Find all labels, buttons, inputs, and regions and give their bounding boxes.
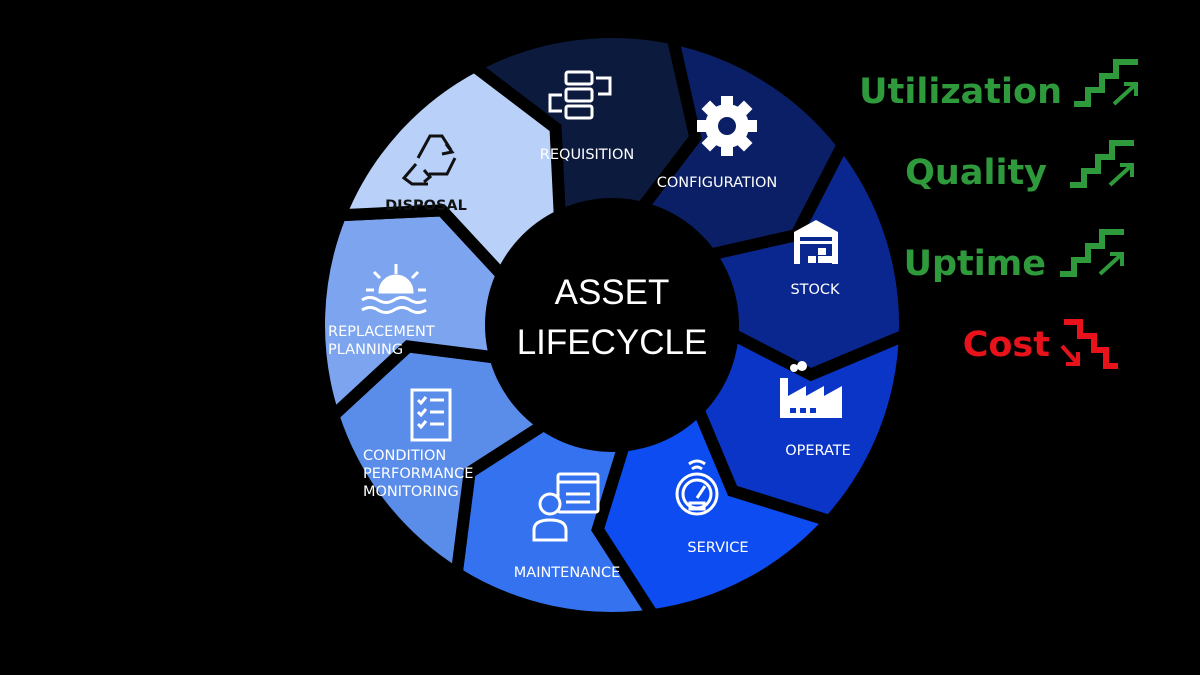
center-title-line2: LIFECYCLE xyxy=(516,323,708,362)
gauge-icon xyxy=(675,459,719,516)
factory-icon xyxy=(780,361,842,418)
stage-label-requisition: REQUISITION xyxy=(539,147,635,163)
technician-icon xyxy=(532,472,600,542)
recycle-icon xyxy=(401,134,457,186)
trend-up-stairs-icon xyxy=(1070,140,1134,188)
sunset-icon xyxy=(361,264,427,314)
trend-down-stairs-icon xyxy=(1060,319,1118,369)
stage-label-stock: STOCK xyxy=(790,282,840,298)
kpi-uptime: Uptime xyxy=(903,244,1046,284)
center-title-line1: ASSET xyxy=(554,273,670,312)
stage-label-condition: CONDITION PERFORMANCE MONITORING xyxy=(363,448,474,500)
kpi-quality: Quality xyxy=(905,153,1047,193)
stage-label-replacement: REPLACEMENT PLANNING xyxy=(328,324,435,358)
gear-icon xyxy=(697,96,757,156)
stage-label-service: SERVICE xyxy=(687,540,749,556)
warehouse-icon xyxy=(794,220,838,264)
kpi-cost: Cost xyxy=(962,325,1050,365)
kpi-utilization: Utilization xyxy=(859,72,1062,112)
checklist-icon xyxy=(410,388,452,442)
trend-up-stairs-icon xyxy=(1060,229,1124,277)
stage-label-maintenance: MAINTENANCE xyxy=(513,565,621,581)
stage-label-configuration: CONFIGURATION xyxy=(656,175,778,191)
workflow-icon xyxy=(548,70,612,120)
center-title: ASSET LIFECYCLE xyxy=(517,268,708,368)
stage-label-operate: OPERATE xyxy=(785,443,851,459)
stage-label-disposal: DISPOSAL xyxy=(385,198,467,214)
center-circle xyxy=(485,198,739,452)
trend-up-stairs-icon xyxy=(1074,59,1138,107)
